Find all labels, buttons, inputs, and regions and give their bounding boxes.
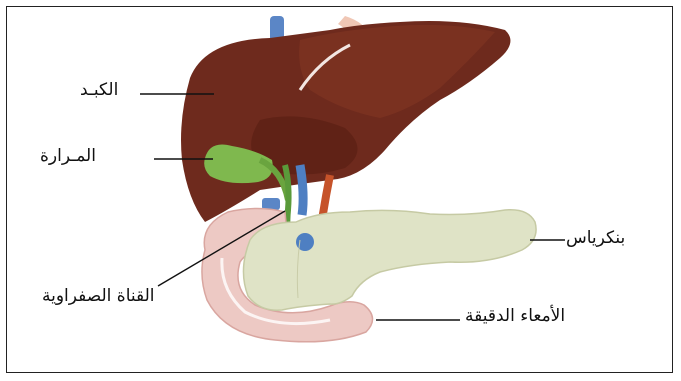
label-pancreas: بنكرياس — [566, 228, 625, 248]
liver-shape — [181, 21, 510, 222]
label-bile-duct: القناة الصفراوية — [42, 286, 155, 306]
pancreas-shape — [243, 210, 536, 310]
label-small-intestine: الأمعاء الدقيقة — [465, 306, 565, 326]
label-gallbladder: المـرارة — [40, 146, 96, 166]
label-liver: الكبـد — [80, 80, 118, 100]
